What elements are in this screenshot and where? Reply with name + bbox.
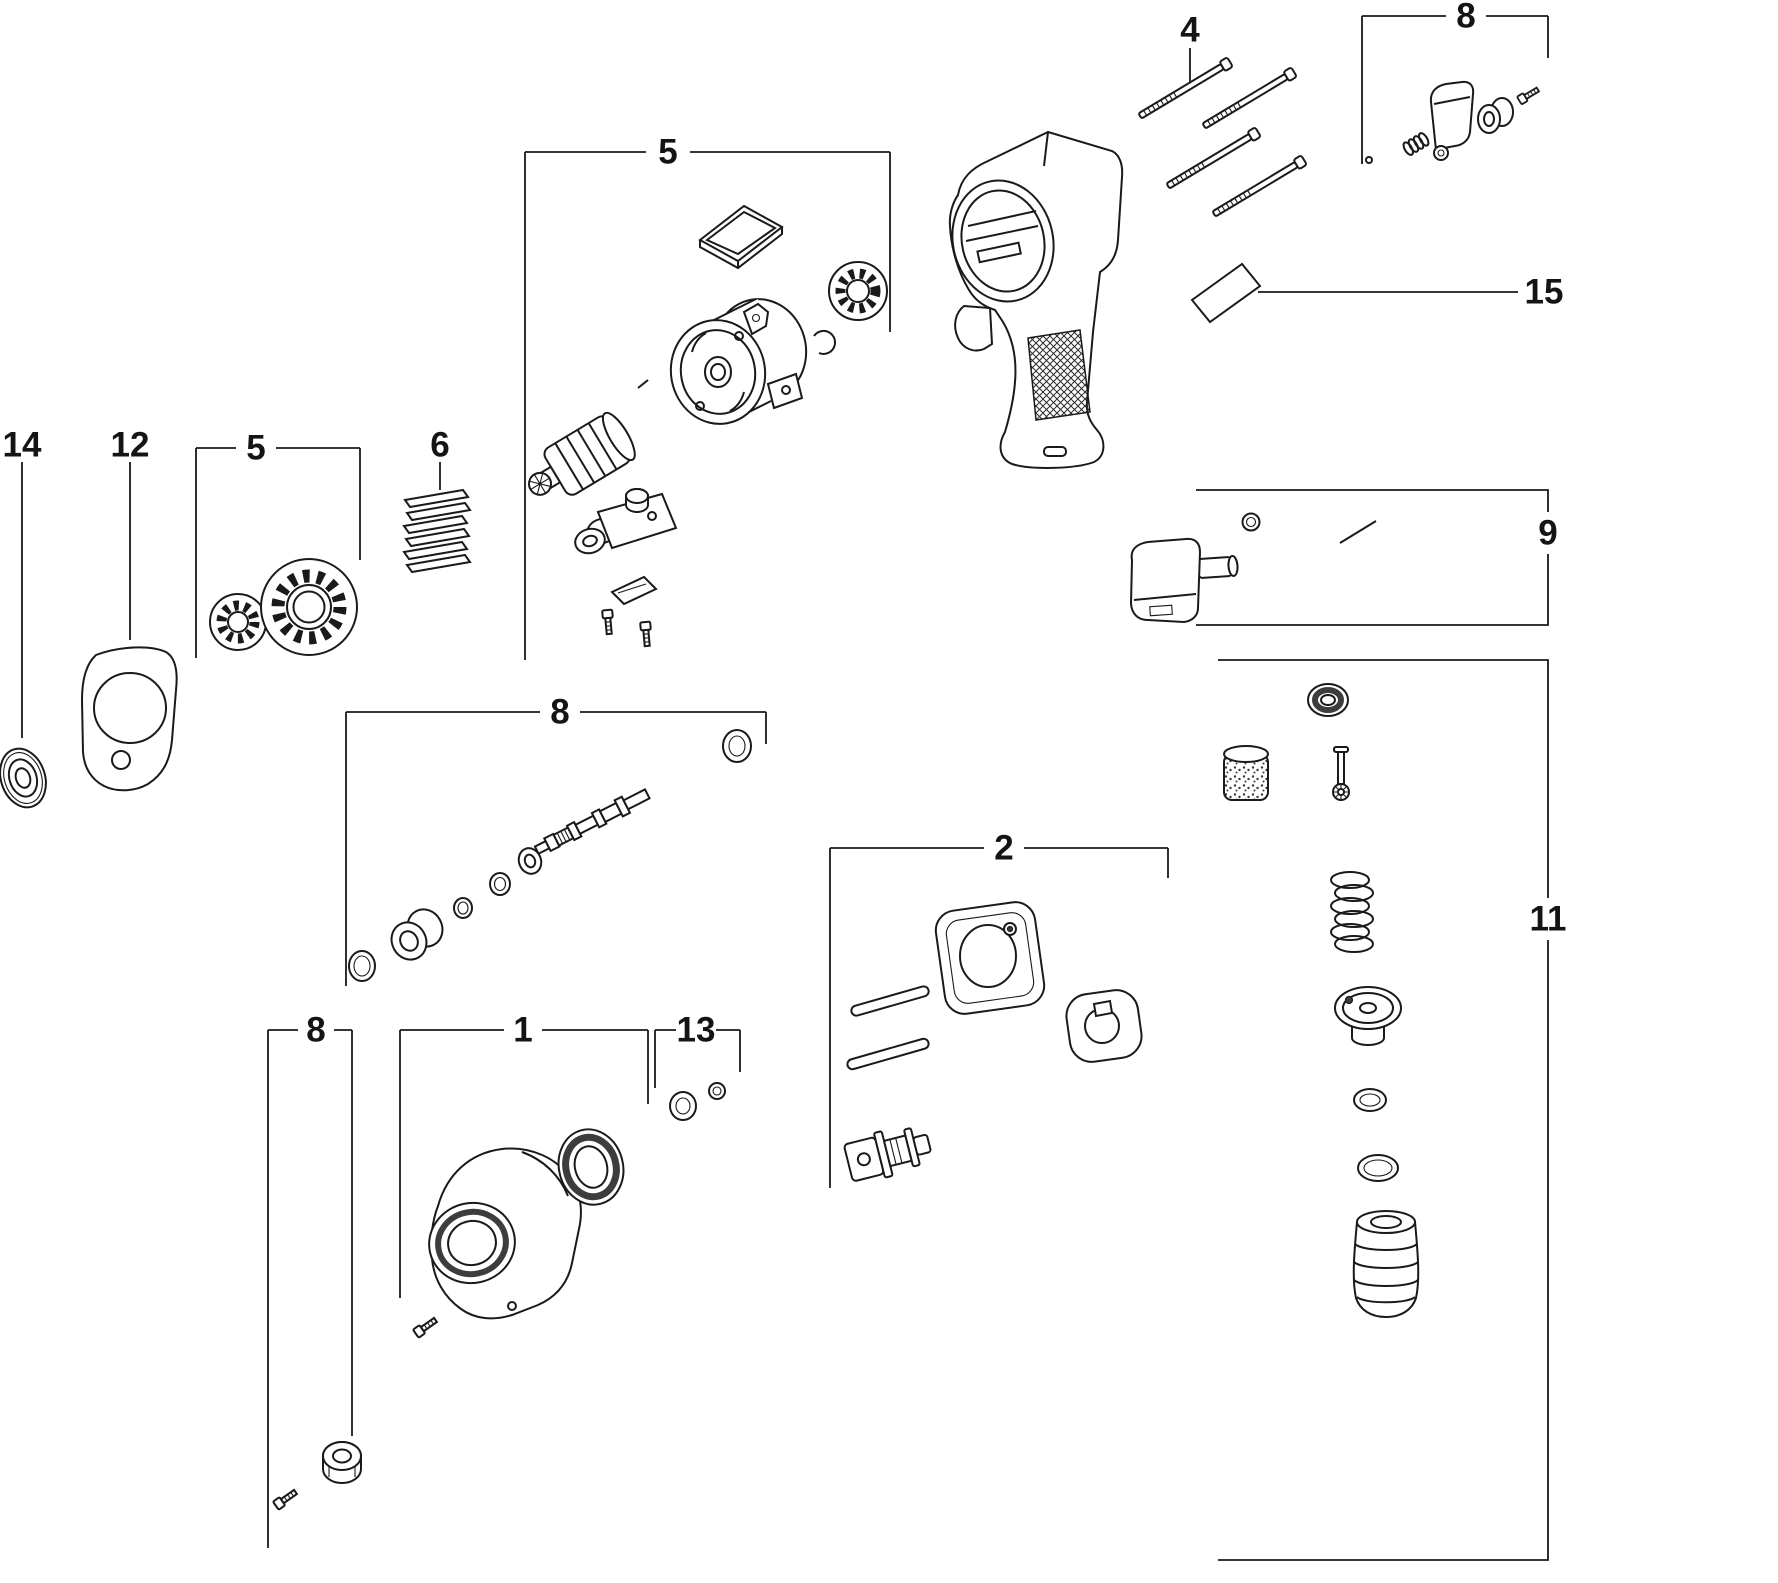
- callout-5-bearings-label: 5: [246, 429, 265, 468]
- part-throttle-screw: [1516, 84, 1542, 106]
- part-bearing-large: [260, 558, 358, 656]
- part-valve-spring: [1330, 871, 1374, 953]
- callout-13: 13: [654, 1011, 741, 1088]
- part-thrust-washer: [0, 747, 47, 809]
- callout-12: 12: [111, 426, 150, 640]
- part-plate-screw-1: [601, 608, 616, 636]
- part-plate-screw-2: [639, 620, 654, 648]
- part-dowel-pin: [637, 379, 649, 389]
- part-housing-screw: [271, 1486, 300, 1511]
- part-retainer-nut: [322, 1441, 362, 1484]
- callout-8-shaft-label: 8: [550, 693, 569, 732]
- part-cylinder-gasket: [610, 575, 658, 606]
- callout-12-label: 12: [111, 426, 150, 465]
- part-hammer: [1065, 989, 1143, 1063]
- callout-15-label: 15: [1525, 273, 1564, 312]
- grip-texture: [1027, 329, 1091, 421]
- callout-9: 9: [1196, 489, 1558, 626]
- part-clutch-seal: [557, 1128, 625, 1206]
- callout-8-screws-label: 8: [306, 1011, 325, 1050]
- callout-5-bearings: 5: [195, 429, 361, 658]
- callout-6: 6: [430, 426, 450, 490]
- part-hammer-pin-2: [846, 1037, 930, 1071]
- part-rotor-vanes: [402, 488, 472, 574]
- part-reverse-valve-knob: [1129, 537, 1239, 624]
- callout-5-motor: 5: [524, 133, 891, 660]
- callout-15: 15: [1258, 273, 1563, 312]
- callout-2-label: 2: [994, 829, 1013, 868]
- part-hammer-cage: [934, 901, 1046, 1015]
- part-camshaft: [533, 788, 651, 856]
- part-seal-ring: [1307, 683, 1349, 717]
- part-inlet-bushing: [1352, 1210, 1420, 1319]
- part-shaft-oring: [722, 729, 752, 763]
- part-valve-oring: [1241, 512, 1261, 532]
- part-oring-13a: [669, 1091, 697, 1121]
- part-inlet-oring-2: [1357, 1154, 1399, 1182]
- callout-1-label: 1: [513, 1011, 532, 1050]
- callout-4: 4: [1180, 11, 1200, 86]
- part-housing-bolts: [1136, 56, 1308, 220]
- part-retaining-clip: [813, 329, 837, 355]
- part-muffler-felt: [1223, 745, 1269, 801]
- part-throttle-bushing: [1477, 97, 1514, 134]
- part-rotor: [527, 411, 636, 496]
- callout-8-top: 8: [1361, 0, 1549, 164]
- part-clutch-screw: [411, 1314, 440, 1339]
- callout-14-label: 14: [3, 426, 42, 465]
- callout-13-label: 13: [677, 1011, 716, 1050]
- part-bearing-small: [209, 593, 267, 651]
- part-shaft-oring-small: [489, 872, 511, 896]
- part-shaft-washer: [517, 847, 543, 875]
- callout-4-label: 4: [1180, 11, 1200, 50]
- part-throttle-spring: [1402, 132, 1430, 156]
- bolt-3: [1164, 126, 1262, 192]
- part-oring-13b: [708, 1082, 726, 1100]
- part-anvil: [843, 1127, 932, 1182]
- callout-1: 1: [399, 1011, 649, 1298]
- callout-8-top-label: 8: [1456, 0, 1475, 36]
- part-shaft-ring: [453, 897, 473, 919]
- part-throttle-ball: [1365, 156, 1373, 164]
- part-shaft-oring-large: [348, 950, 376, 982]
- part-valve-stem: [1332, 746, 1350, 801]
- callout-11: 11: [1218, 659, 1567, 1561]
- bolt-4: [1210, 154, 1308, 220]
- part-inlet-oring-1: [1353, 1088, 1387, 1112]
- callout-14: 14: [3, 426, 42, 738]
- part-hammer-pin-1: [850, 985, 930, 1017]
- callout-8-screws: 8: [267, 1011, 353, 1548]
- part-bearing-front: [828, 261, 888, 321]
- callout-6-label: 6: [430, 426, 449, 465]
- bolt-1: [1136, 56, 1234, 122]
- part-shaft-bearing: [390, 908, 444, 961]
- callout-9-label: 9: [1538, 514, 1557, 553]
- part-valve-pin: [1339, 520, 1377, 544]
- callout-5-motor-label: 5: [658, 133, 677, 172]
- trigger: [954, 304, 994, 352]
- part-name-plate: [1190, 262, 1262, 324]
- part-clutch-housing: [428, 1147, 582, 1320]
- callout-11-label: 11: [1530, 900, 1567, 939]
- bolt-2: [1200, 66, 1298, 132]
- part-housing-gasket: [80, 646, 178, 792]
- callout-8-shaft: 8: [345, 693, 767, 986]
- part-end-plate: [574, 488, 678, 555]
- part-valve-plate: [698, 204, 784, 270]
- part-motor-cylinder: [669, 298, 808, 425]
- part-valve-seat: [1334, 986, 1402, 1046]
- part-throttle-lever: [1429, 80, 1475, 161]
- part-main-housing: [948, 130, 1124, 469]
- callout-2: 2: [829, 829, 1169, 1188]
